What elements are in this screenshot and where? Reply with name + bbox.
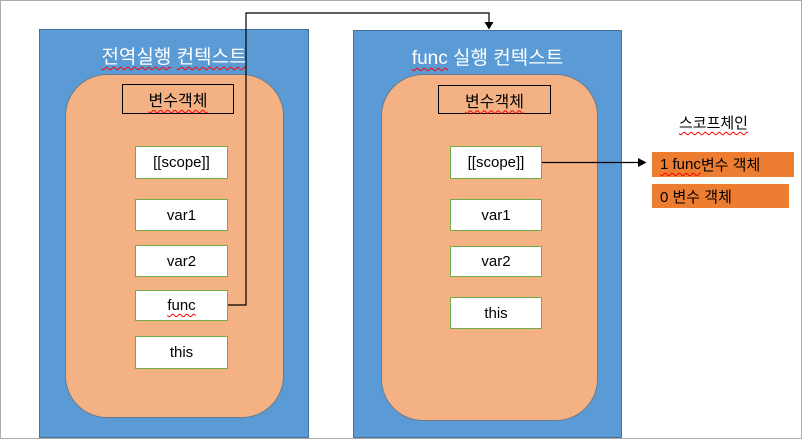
func-item-this: this bbox=[450, 297, 542, 329]
text-segment: 0 변수 객체 bbox=[660, 188, 732, 206]
func-item-var2: var2 bbox=[450, 246, 542, 277]
text-segment: var1 bbox=[166, 206, 197, 224]
text-segment: var2 bbox=[166, 252, 197, 270]
text-segment: var1 bbox=[481, 206, 511, 224]
global-item-var2: var2 bbox=[135, 245, 228, 277]
text-segment: 1 func bbox=[660, 156, 701, 173]
global-item-func: func bbox=[135, 290, 228, 321]
global-item-scope: [[scope]] bbox=[135, 146, 228, 179]
text-segment: 컨텍스트 bbox=[176, 47, 247, 68]
scope-chain-title: 스코프체인 bbox=[641, 112, 786, 133]
text-segment: func bbox=[167, 297, 196, 314]
global-item-this: this bbox=[135, 336, 228, 369]
text-segment: 스코프체인 bbox=[678, 115, 748, 132]
global-context-title: 전역실행 컨텍스트 bbox=[39, 42, 309, 69]
global-item-var1: var1 bbox=[135, 199, 228, 231]
scope-chain-entry-0: 0 변수 객체 bbox=[652, 184, 789, 208]
text-segment: 실행 컨텍스트 bbox=[447, 48, 564, 69]
func-context-title: func 실행 컨텍스트 bbox=[353, 43, 622, 70]
func-item-scope: [[scope]] bbox=[450, 146, 542, 179]
func-variable-object-label: 변수객체 bbox=[438, 85, 551, 114]
func-item-var1: var1 bbox=[450, 199, 542, 231]
text-segment: [[scope]] bbox=[467, 154, 525, 171]
text-segment: 변수객체 bbox=[148, 93, 208, 110]
text-segment: func bbox=[411, 48, 448, 69]
text-segment: 변수 객체 bbox=[700, 157, 761, 174]
text-segment: this bbox=[169, 344, 194, 361]
text-segment: 변수객체 bbox=[465, 93, 524, 111]
text-segment: 전역실행 bbox=[101, 47, 172, 68]
scope-chain-entry-1: 1 func 변수 객체 bbox=[652, 152, 794, 177]
text-segment: var2 bbox=[481, 253, 511, 270]
global-variable-object-label: 변수객체 bbox=[122, 84, 234, 114]
text-segment: this bbox=[484, 304, 508, 322]
text-segment: [[scope]] bbox=[153, 154, 210, 171]
